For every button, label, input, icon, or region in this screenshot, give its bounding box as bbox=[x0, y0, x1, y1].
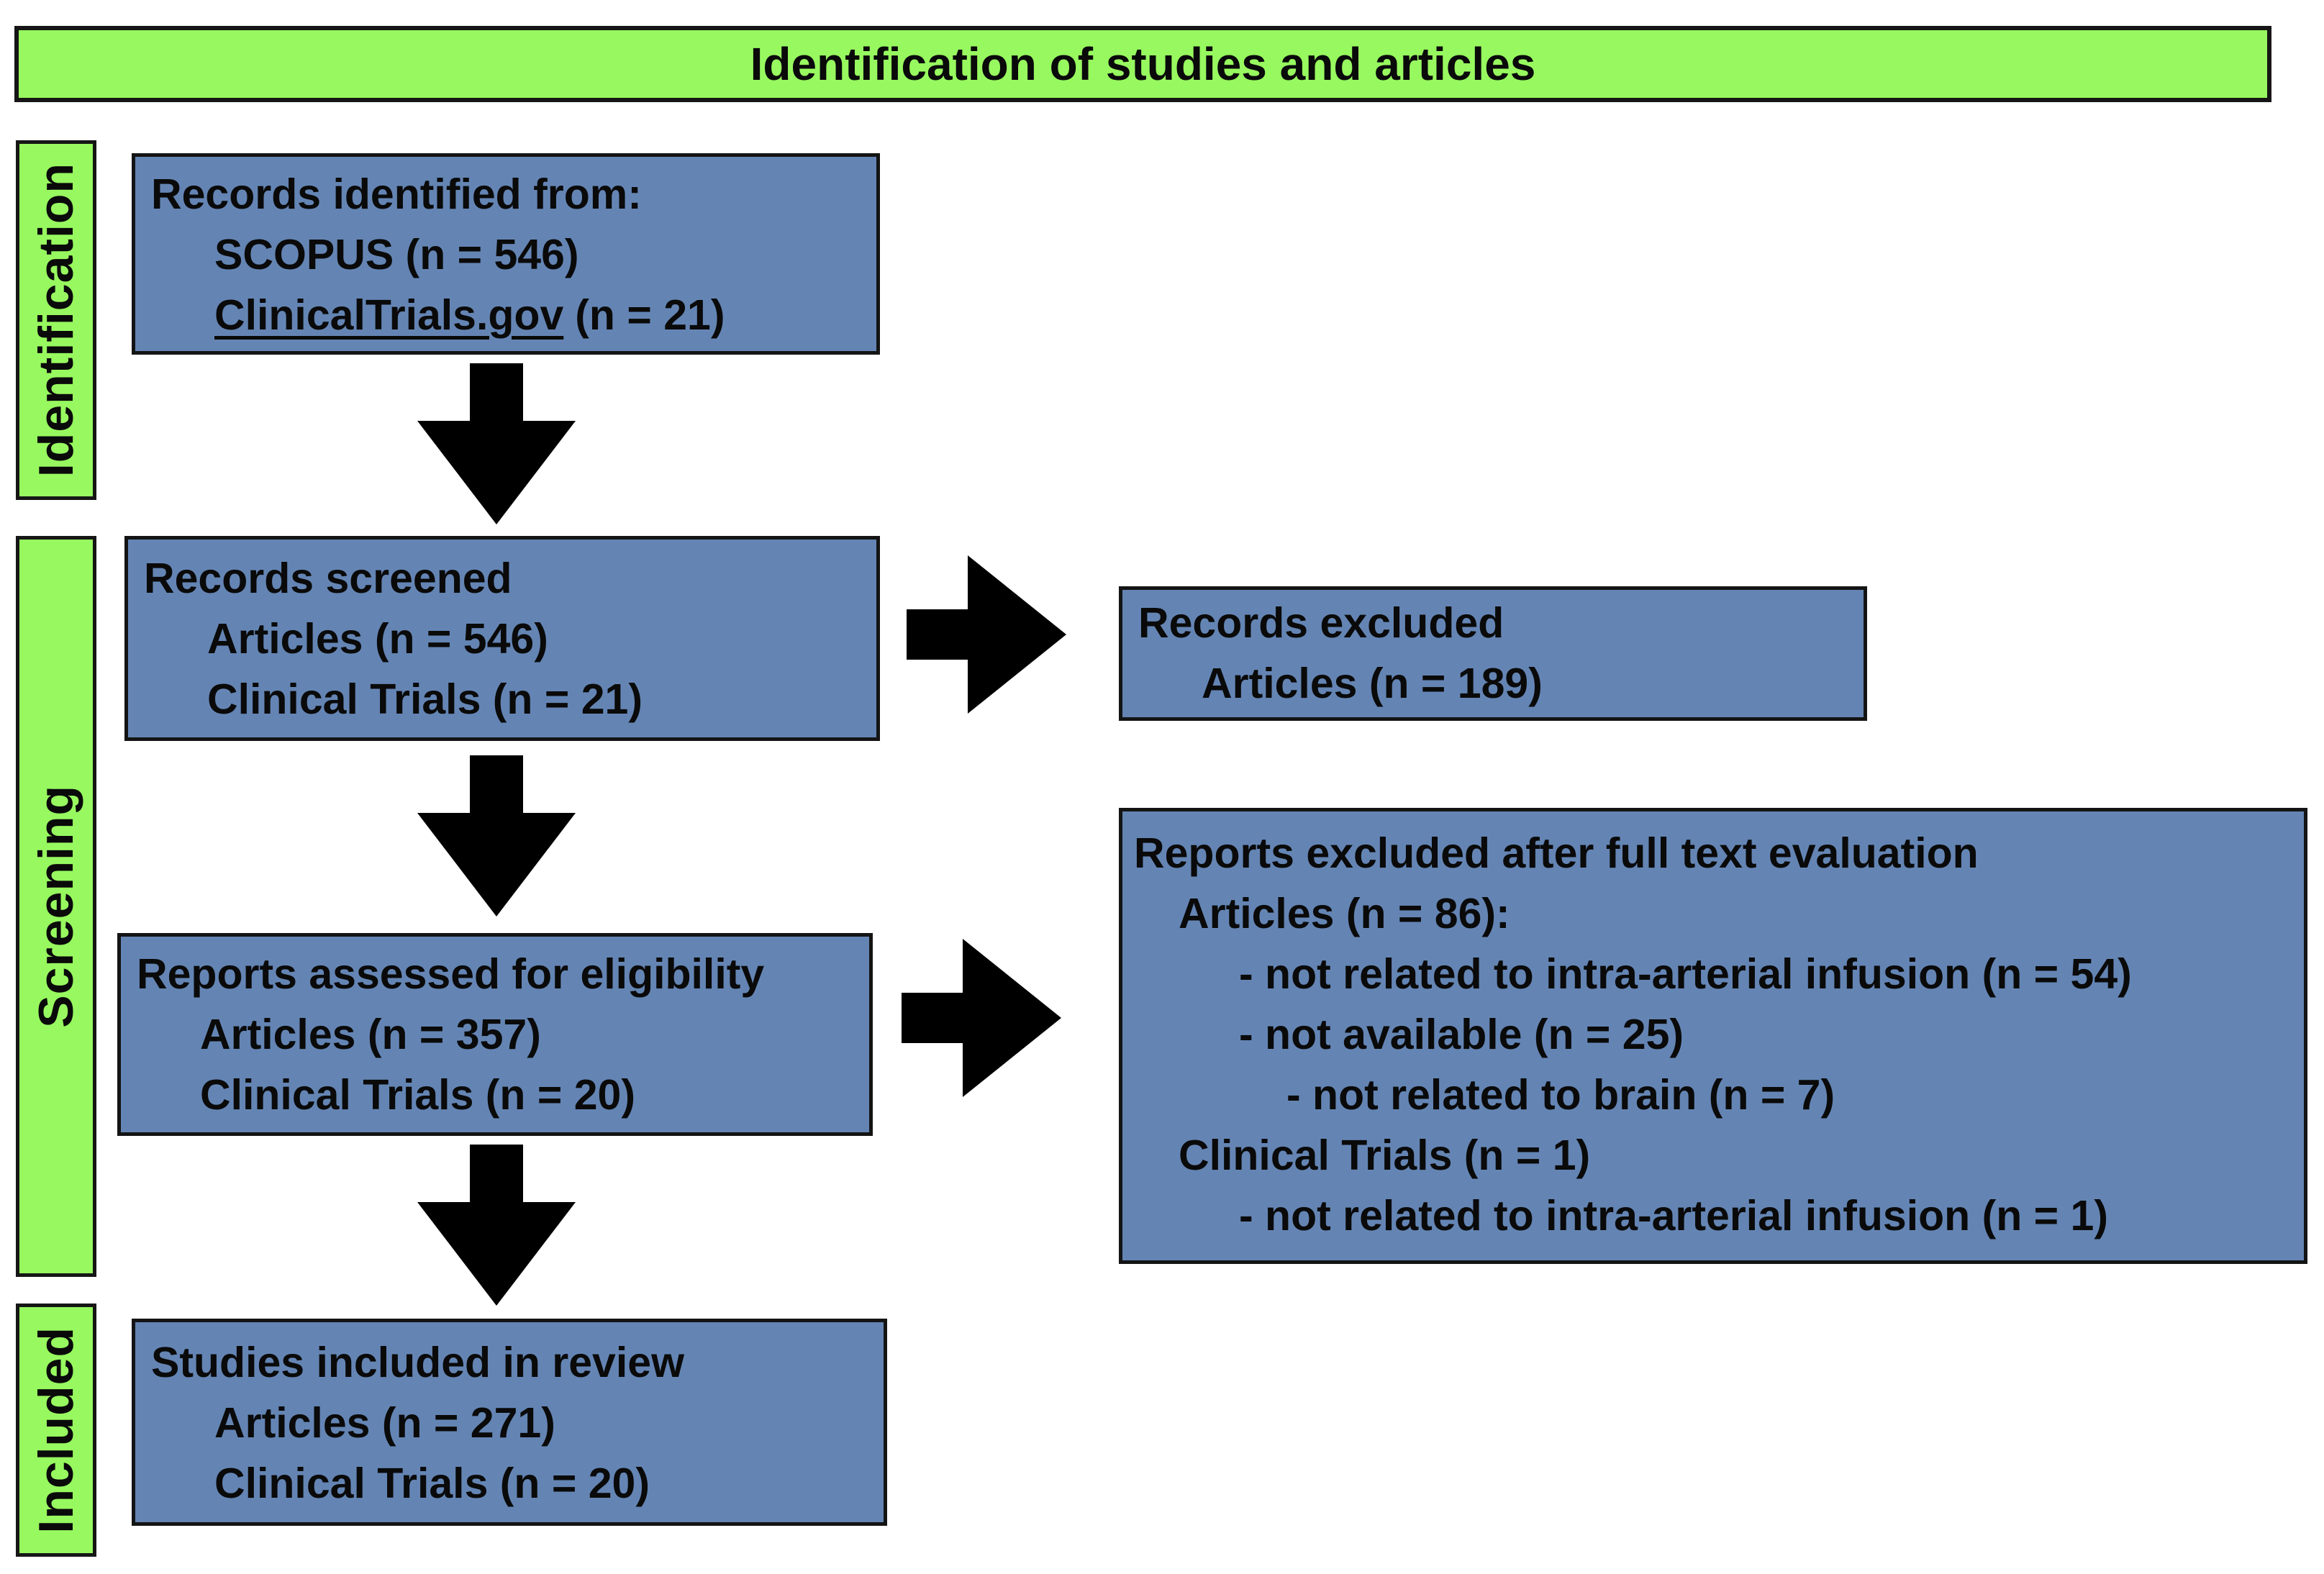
fulltext-excluded-reason-2: - not available (n = 25) bbox=[1239, 1011, 1684, 1058]
box-reports-assessed: Reports assessed for eligibility Article… bbox=[117, 933, 873, 1136]
records-screened-title: Records screened bbox=[144, 555, 512, 602]
fulltext-excluded-reason-1: - not related to intra-arterial infusion… bbox=[1239, 950, 2132, 998]
diagram-title-banner: Identification of studies and articles bbox=[14, 26, 2271, 102]
records-screened-articles: Articles (n = 546) bbox=[207, 615, 548, 663]
studies-included-articles: Articles (n = 271) bbox=[214, 1399, 555, 1447]
records-screened-trials: Clinical Trials (n = 21) bbox=[207, 675, 643, 723]
clinicaltrials-count: (n = 21) bbox=[575, 291, 725, 339]
box-studies-included: Studies included in review Articles (n =… bbox=[132, 1319, 887, 1526]
stage-label-identification: Identification bbox=[16, 140, 96, 500]
reports-assessed-articles: Articles (n = 357) bbox=[200, 1011, 541, 1058]
records-excluded-title: Records excluded bbox=[1138, 599, 1504, 647]
box-records-identified: Records identified from: SCOPUS (n = 546… bbox=[132, 153, 880, 355]
fulltext-excluded-trials-reason: - not related to intra-arterial infusion… bbox=[1239, 1192, 2108, 1239]
box-records-excluded: Records excluded Articles (n = 189) bbox=[1119, 586, 1867, 721]
box-records-screened: Records screened Articles (n = 546) Clin… bbox=[124, 536, 880, 741]
records-identified-scopus: SCOPUS (n = 546) bbox=[214, 231, 579, 278]
diagram-title: Identification of studies and articles bbox=[750, 38, 1536, 90]
fulltext-excluded-title: Reports excluded after full text evaluat… bbox=[1134, 829, 1979, 877]
fulltext-excluded-trials: Clinical Trials (n = 1) bbox=[1179, 1132, 1591, 1179]
records-identified-clinicaltrials: ClinicalTrials.gov(n = 21) bbox=[135, 285, 876, 345]
clinicaltrials-gov-link[interactable]: ClinicalTrials.gov bbox=[214, 291, 564, 339]
records-excluded-articles: Articles (n = 189) bbox=[1202, 660, 1543, 707]
down-arrow-icon bbox=[417, 755, 576, 916]
studies-included-trials: Clinical Trials (n = 20) bbox=[214, 1460, 650, 1507]
right-arrow-icon bbox=[907, 555, 1066, 714]
fulltext-excluded-articles: Articles (n = 86): bbox=[1179, 890, 1510, 937]
stage-label-screening: Screening bbox=[16, 536, 96, 1277]
reports-assessed-title: Reports assessed for eligibility bbox=[137, 950, 765, 998]
fulltext-excluded-reason-3: - not related to brain (n = 7) bbox=[1286, 1071, 1835, 1119]
down-arrow-icon bbox=[417, 1145, 576, 1306]
stage-label-included: Included bbox=[16, 1304, 96, 1557]
stage-label-text: Included bbox=[29, 1327, 83, 1534]
studies-included-title: Studies included in review bbox=[151, 1339, 684, 1386]
stage-label-text: Identification bbox=[29, 163, 83, 478]
down-arrow-icon bbox=[417, 363, 576, 524]
records-identified-title: Records identified from: bbox=[151, 170, 642, 218]
right-arrow-icon bbox=[902, 939, 1061, 1097]
stage-label-text: Screening bbox=[29, 785, 83, 1028]
reports-assessed-trials: Clinical Trials (n = 20) bbox=[200, 1071, 635, 1119]
box-fulltext-excluded: Reports excluded after full text evaluat… bbox=[1119, 808, 2307, 1264]
